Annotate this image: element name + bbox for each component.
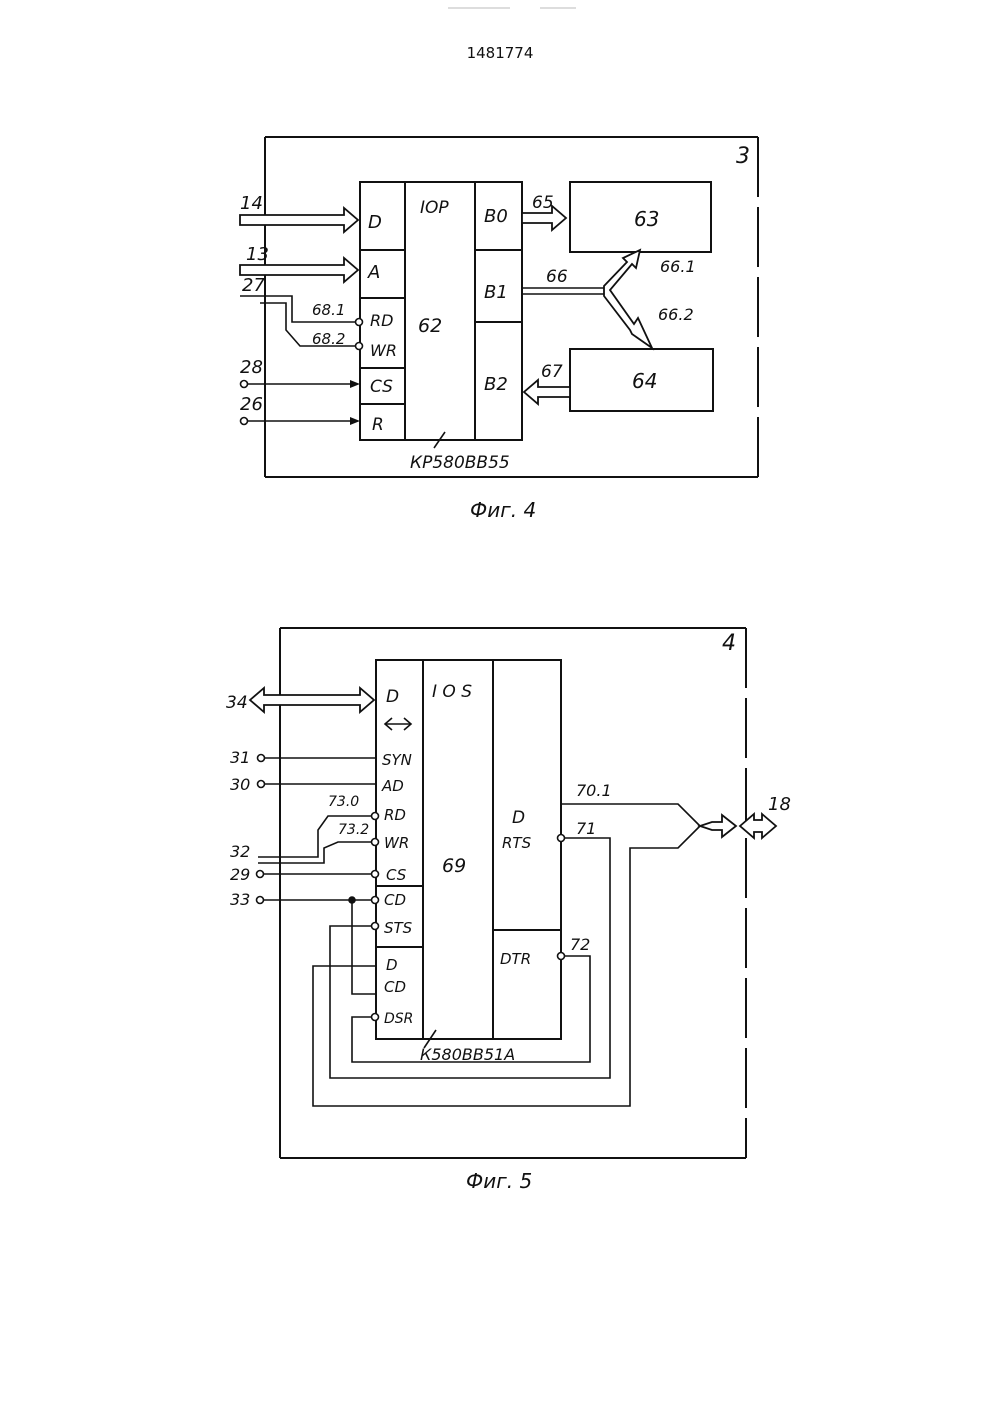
- output-70-1-label: 70.1: [576, 781, 612, 800]
- pin-a: A: [367, 262, 380, 283]
- input-26-line: [241, 417, 361, 425]
- bus-34-label: 34: [226, 693, 248, 713]
- input-13-label: 13: [246, 244, 269, 265]
- output-72-label: 72: [570, 935, 590, 954]
- input-14-label: 14: [240, 193, 263, 214]
- pin-dtr: DTR: [500, 950, 531, 968]
- input-28-line: [241, 380, 361, 388]
- input-31-label: 31: [230, 748, 250, 767]
- input-26-label: 26: [240, 394, 263, 415]
- pin-d-5: D: [386, 687, 399, 707]
- bus-arrow-67: [524, 380, 570, 404]
- pin-dsr: DSR: [384, 1011, 413, 1027]
- line-73-0-label: 73.0: [328, 794, 359, 810]
- input-29-line: [257, 871, 379, 878]
- pin-cd-5: CD: [384, 891, 406, 909]
- unit-4-label: 4: [722, 631, 736, 656]
- input-31-line: [258, 755, 377, 762]
- pin-ad: AD: [381, 777, 404, 795]
- input-32-label: 32: [230, 842, 250, 861]
- port-b0: B0: [484, 206, 508, 227]
- bus-66: [522, 250, 652, 348]
- pin-rts: RTS: [502, 834, 532, 852]
- chip-ios-label: I O S: [432, 682, 472, 702]
- pin-syn: SYN: [382, 751, 412, 769]
- port-b1: B1: [484, 282, 508, 303]
- chip-69-number: 69: [442, 855, 466, 877]
- line-68-2-label: 68.2: [312, 330, 345, 348]
- input-27-label: 27: [242, 275, 265, 296]
- pin-r: R: [372, 415, 384, 435]
- pin-d: D: [368, 212, 382, 233]
- pin-cd-lower: CD: [384, 978, 406, 996]
- pin-cs-5: CS: [386, 866, 407, 884]
- input-33-line: [257, 896, 379, 994]
- bus-66-label: 66: [546, 267, 568, 287]
- pin-d-lower: D: [386, 956, 398, 974]
- bus-18-label: 18: [768, 794, 791, 815]
- chip-iop-label: IOP: [420, 198, 449, 218]
- bus-65-label: 65: [532, 193, 554, 213]
- input-28-label: 28: [240, 357, 263, 378]
- patent-number: 1481774: [467, 44, 534, 62]
- pin-rd-5: RD: [384, 806, 406, 824]
- pin-wr: WR: [370, 341, 397, 360]
- pin-wr-5: WR: [384, 834, 409, 852]
- figure-5: 4 I O S 69 К580ВВ51А D SYN AD RD WR CS C…: [226, 628, 791, 1193]
- bus-arrow-18: [700, 815, 736, 837]
- chip-type-label: КР580ВВ55: [410, 453, 510, 473]
- bidirectional-symbol: [385, 718, 411, 730]
- bus-66-2-label: 66.2: [658, 305, 694, 324]
- input-33-label: 33: [230, 890, 250, 909]
- pin-d-right: D: [512, 808, 525, 828]
- output-71-label: 71: [576, 819, 596, 838]
- pin-cs: CS: [370, 377, 393, 397]
- input-29-label: 29: [230, 865, 250, 884]
- figure-4: 3 IOP 62 КР580ВВ55 D A RD WR CS R B0 B1 …: [240, 137, 758, 522]
- figure-5-caption: Фиг. 5: [466, 1169, 532, 1193]
- unit-3-label: 3: [736, 144, 750, 169]
- pin-sts: STS: [384, 919, 413, 937]
- figure-4-caption: Фиг. 4: [470, 498, 536, 522]
- line-73-2-label: 73.2: [338, 822, 369, 838]
- bus-66-1-label: 66.1: [660, 257, 696, 276]
- input-30-line: [258, 781, 377, 788]
- block-63-label: 63: [634, 207, 659, 231]
- port-b2: B2: [484, 374, 508, 395]
- bus-arrow-34: [250, 688, 374, 712]
- bus-67-label: 67: [541, 362, 563, 382]
- chip-62-number: 62: [418, 315, 442, 337]
- line-68-1-label: 68.1: [312, 301, 345, 319]
- input-30-label: 30: [230, 775, 250, 794]
- block-64-label: 64: [632, 369, 657, 393]
- pin-rd: RD: [370, 311, 393, 330]
- chip-type-label-5: К580ВВ51А: [420, 1045, 515, 1064]
